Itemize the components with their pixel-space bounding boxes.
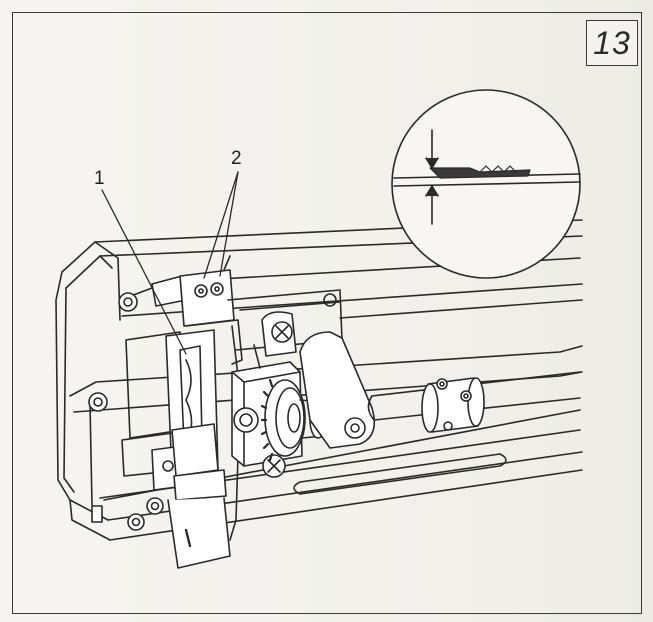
figure-frame — [12, 12, 642, 614]
callout-1: 1 — [94, 168, 105, 189]
crank-arm — [299, 331, 376, 449]
leader-2a — [203, 171, 239, 279]
hook-bracket — [121, 275, 231, 569]
leader-2b — [219, 171, 239, 277]
detail-magnifier — [391, 89, 581, 279]
figure-number: 13 — [586, 20, 638, 66]
leader-1 — [101, 189, 187, 355]
adjustment-slot — [293, 453, 507, 495]
housing-screws — [88, 292, 337, 531]
shaft-coupling — [421, 377, 485, 433]
callout-2: 2 — [231, 148, 242, 169]
callout-leaders — [101, 171, 239, 355]
